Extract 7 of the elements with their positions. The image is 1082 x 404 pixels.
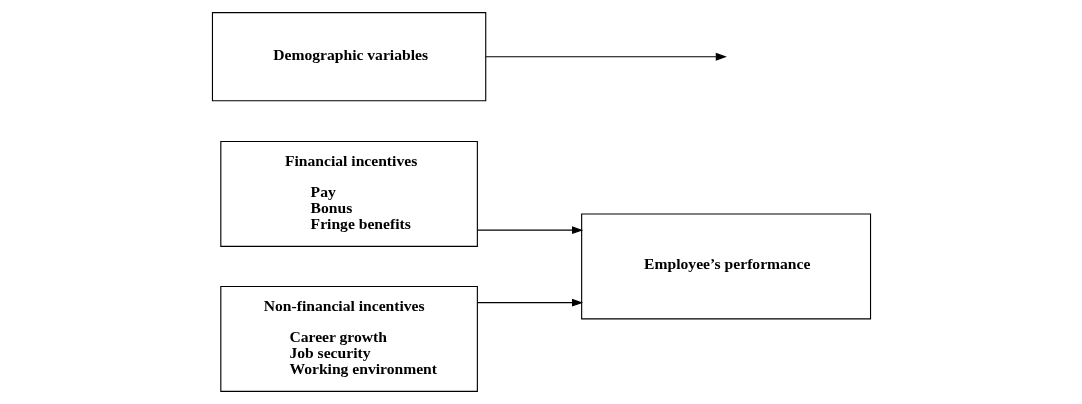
node-box: Employee’s performance: [580, 213, 871, 320]
arrow: [476, 298, 583, 307]
node-box: Non-financial incentives Career growth Job security Working environment: [219, 285, 478, 392]
node-box: Financial incentives Pay Bonus Fringe benefits: [219, 140, 478, 247]
arrow: [484, 52, 727, 61]
node-box: Demographic variables: [211, 12, 486, 102]
arrow: [476, 226, 583, 235]
